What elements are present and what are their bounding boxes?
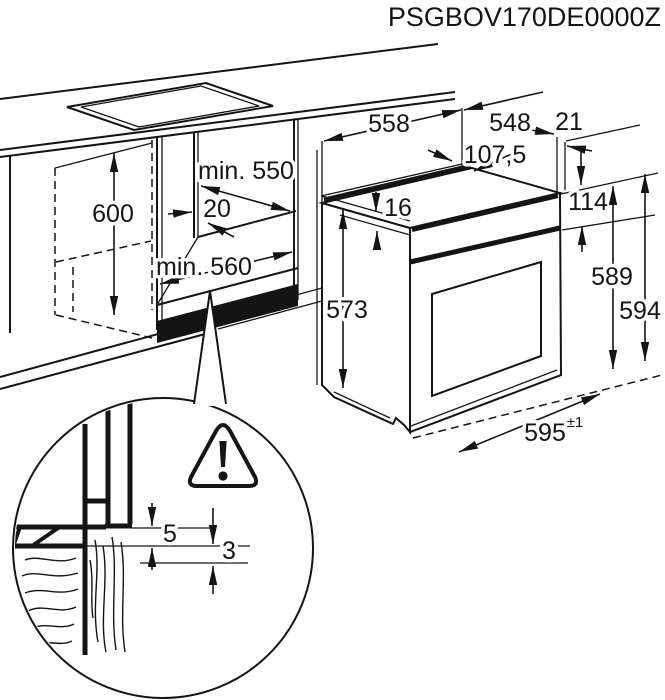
- wood-grain: [21, 536, 126, 653]
- dimension-min-550: min. 550: [195, 154, 297, 212]
- dimension-594: 594: [616, 174, 664, 361]
- label-20: 20: [203, 195, 231, 223]
- dimension-573: 573: [323, 210, 371, 388]
- oven-door-window: [431, 260, 542, 398]
- dimension-548: 548: [463, 91, 555, 141]
- label-16: 16: [384, 194, 412, 222]
- detail-content: 5 3: [15, 403, 259, 655]
- page-title: PSGBOV170DE0000Z: [388, 2, 661, 32]
- label-595-tolerance: ±1: [567, 414, 584, 431]
- hidden-projection: [54, 142, 153, 339]
- label-3: 3: [222, 537, 236, 565]
- dimension-21: 21: [552, 105, 593, 192]
- label-573: 573: [326, 296, 368, 324]
- detail-pointer: [193, 290, 227, 406]
- dimension-589: 589: [588, 186, 636, 369]
- dimension-558: 558: [323, 107, 463, 170]
- label-5: 5: [163, 520, 177, 548]
- label-558: 558: [368, 110, 410, 138]
- cooktop-cutout: [66, 81, 274, 132]
- label-114: 114: [568, 188, 608, 216]
- dimension-5: 5: [147, 503, 180, 570]
- label-107-5: 107,5: [464, 141, 527, 169]
- worktop: [0, 43, 456, 333]
- label-594: 594: [619, 297, 661, 325]
- dimension-114: 114: [560, 124, 659, 252]
- control-panel-top: [411, 194, 559, 232]
- dimension-16: 16: [371, 191, 415, 250]
- dimension-20: 20: [167, 192, 234, 238]
- dimension-600: 600: [89, 153, 137, 315]
- label-min-560: min. 560: [156, 253, 252, 281]
- oven: [316, 141, 564, 435]
- dimension-595: 595 ±1: [412, 374, 663, 453]
- dimension-3: 3: [208, 508, 239, 594]
- label-548: 548: [489, 109, 531, 137]
- label-21: 21: [555, 108, 583, 136]
- dimension-107-5: 107,5: [427, 138, 530, 173]
- label-589: 589: [591, 263, 633, 291]
- warning-triangle-icon: [187, 423, 259, 488]
- dimension-min-560: min. 560: [153, 250, 293, 285]
- label-min-550: min. 550: [198, 157, 294, 185]
- label-600: 600: [92, 200, 134, 228]
- control-panel-separator: [409, 225, 561, 265]
- label-595: 595: [524, 419, 566, 447]
